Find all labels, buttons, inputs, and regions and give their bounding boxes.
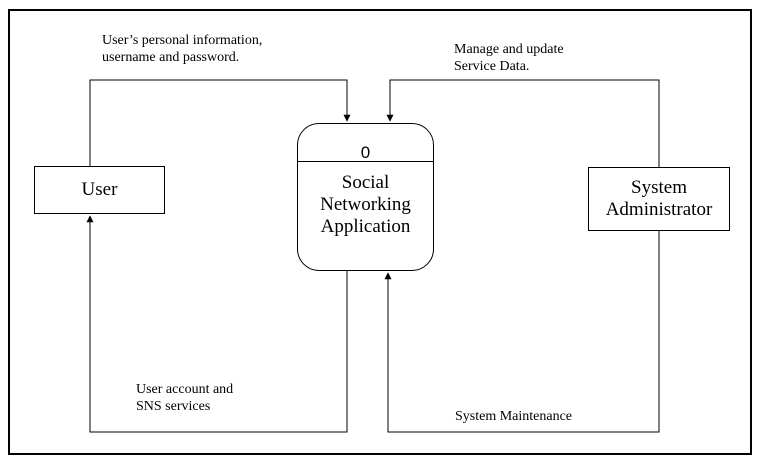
- process-social-networking-application: 0 Social Networking Application: [297, 123, 434, 271]
- flow-app-to-admin-line: [384, 231, 660, 433]
- flow-user-to-app-line: [89, 79, 351, 166]
- flow-label-app-to-user: User account and SNS services: [136, 382, 234, 414]
- flow-app-to-user-line: [86, 215, 348, 433]
- flow-label-user-to-app: User’s personal information, username an…: [102, 33, 263, 65]
- flow-label-app-to-admin: System Maintenance: [455, 409, 573, 424]
- process-id: 0: [360, 143, 371, 162]
- process-name: Social Networking Application: [320, 172, 411, 237]
- entity-system-administrator: System Administrator: [588, 167, 730, 231]
- diagram-frame: [8, 9, 752, 455]
- entity-user: User: [34, 166, 165, 214]
- flow-label-admin-to-app: Manage and update Service Data.: [454, 42, 564, 74]
- flow-admin-to-app-line: [386, 79, 660, 167]
- entity-user-label: User: [81, 179, 118, 200]
- entity-admin-label: System Administrator: [605, 177, 713, 220]
- process-divider: [298, 161, 433, 162]
